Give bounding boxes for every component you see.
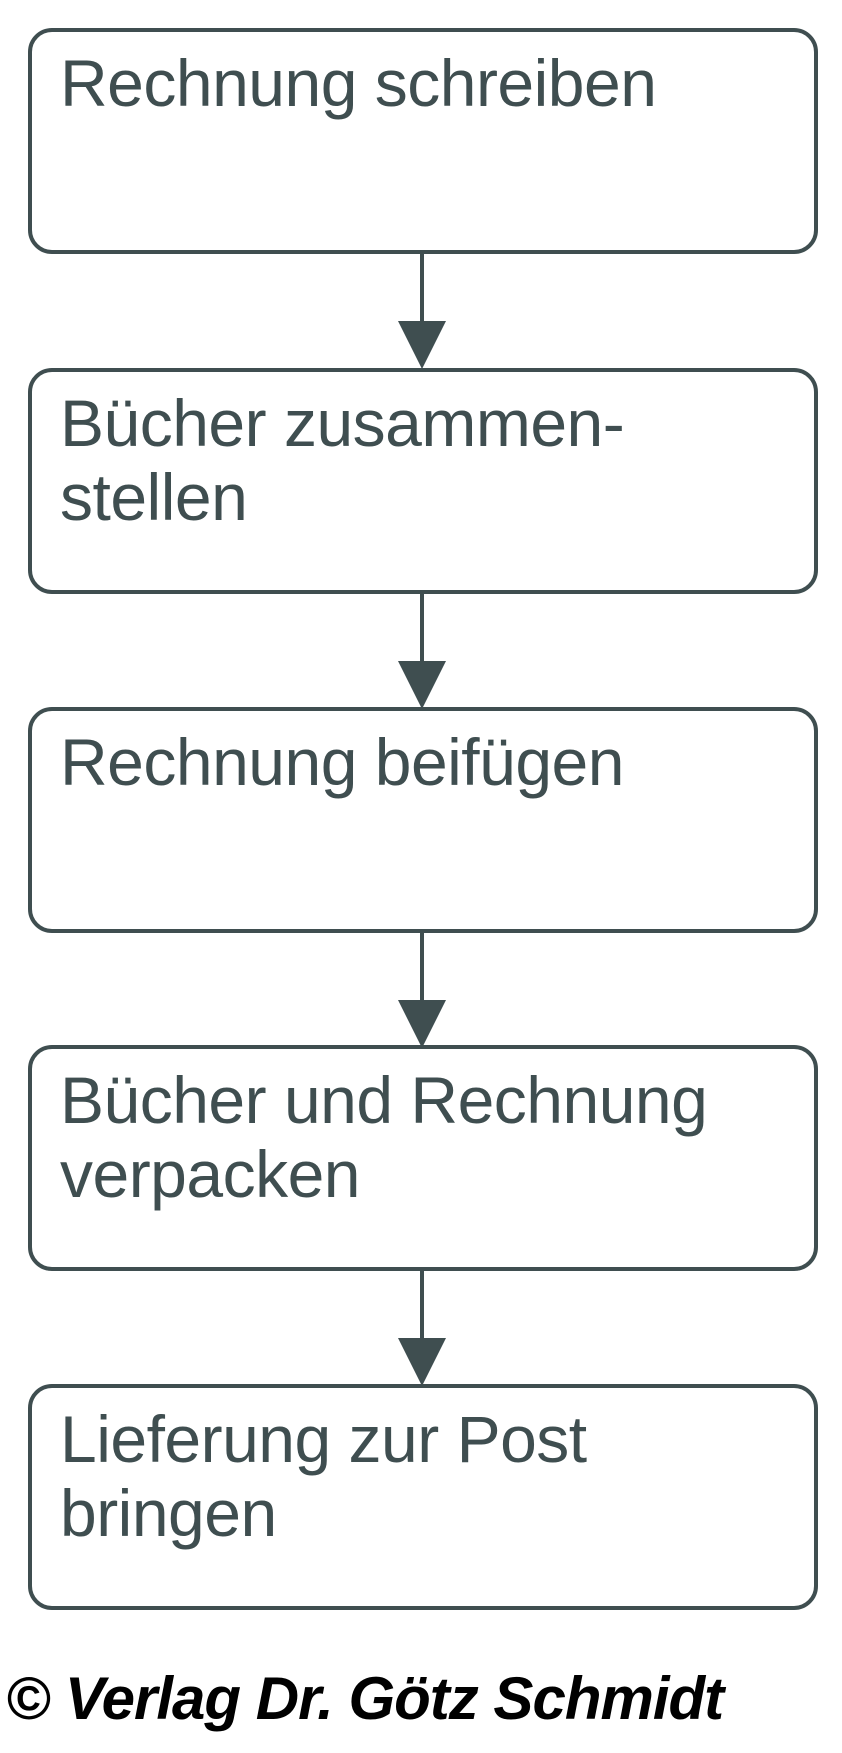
flow-node-label: Rechnung schreiben bbox=[60, 46, 657, 120]
connector-line bbox=[420, 929, 424, 1004]
down-arrow-icon bbox=[398, 1338, 446, 1386]
flow-node-rechnung-beifuegen[interactable]: Rechnung beifügen bbox=[28, 707, 818, 933]
flow-node-lieferung-zur-post-bringen[interactable]: Lieferung zur Post bringen bbox=[28, 1384, 818, 1610]
flow-connector-1 bbox=[0, 250, 842, 370]
flow-node-buecher-und-rechnung-verpacken[interactable]: Bücher und Rechnung verpacken bbox=[28, 1045, 818, 1271]
flow-node-label: Bücher und Rechnung verpacken bbox=[60, 1063, 708, 1211]
flow-connector-2 bbox=[0, 590, 842, 710]
flow-node-label: Lieferung zur Post bringen bbox=[60, 1402, 587, 1550]
flow-node-label: Rechnung beifügen bbox=[60, 725, 624, 799]
down-arrow-icon bbox=[398, 661, 446, 709]
copyright-notice: © Verlag Dr. Götz Schmidt bbox=[6, 1665, 724, 1732]
flow-node-label: Bücher zusammen- stellen bbox=[60, 386, 625, 534]
flow-node-buecher-zusammenstellen[interactable]: Bücher zusammen- stellen bbox=[28, 368, 818, 594]
flow-connector-4 bbox=[0, 1267, 842, 1387]
flow-node-rechnung-schreiben[interactable]: Rechnung schreiben bbox=[28, 28, 818, 254]
connector-line bbox=[420, 1267, 424, 1342]
connector-line bbox=[420, 250, 424, 325]
connector-line bbox=[420, 590, 424, 665]
down-arrow-icon bbox=[398, 1000, 446, 1048]
flow-connector-3 bbox=[0, 929, 842, 1049]
down-arrow-icon bbox=[398, 321, 446, 369]
